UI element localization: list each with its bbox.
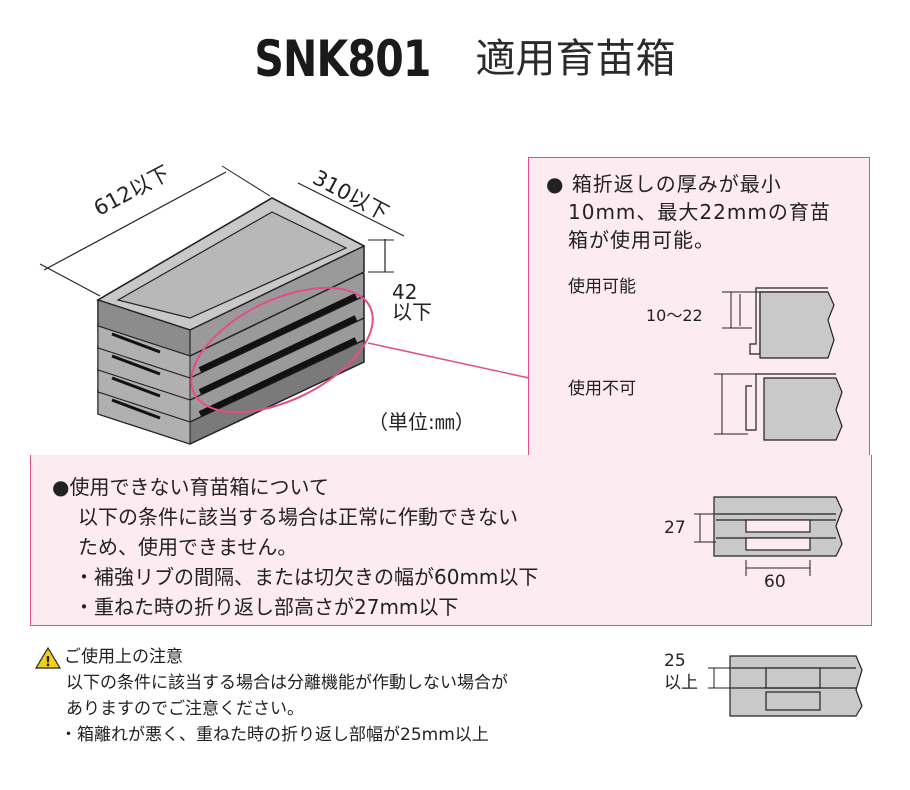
unit-label: （単位:㎜）	[368, 410, 475, 434]
dim-line-length	[43, 171, 227, 271]
caution-line1: 以下の条件に該当する場合は分離機能が作動しない場合が	[66, 673, 508, 693]
dim-line-width	[297, 182, 405, 237]
fold-width-label: 25 以上	[664, 650, 698, 694]
note-top-line2: 10mm、最大22mmの育苗	[568, 200, 831, 224]
callout-line	[367, 342, 530, 379]
note-bottom-line3: ため、使用できません。	[78, 535, 298, 559]
svg-text:!: !	[45, 655, 51, 670]
caution-section: ご使用上の注意 以下の条件に該当する場合は分離機能が作動しない場合が ありますの…	[36, 644, 616, 748]
note-bottom-line2: 以下の条件に該当する場合は正常に作動できない	[78, 505, 518, 529]
title-label: 適用育苗箱	[475, 36, 676, 82]
caution-line3: ・箱離れが悪く、重ねた時の折り返し部幅が25mm以上	[60, 725, 489, 745]
note-bottom-text: ●使用できない育苗箱について 以下の条件に該当する場合は正常に作動できない ため…	[52, 472, 612, 622]
note-bottom-line5: ・重ねた時の折り返し部高さが27mm以下	[74, 595, 459, 619]
caution-line2: ありますのでご注意ください。	[66, 699, 304, 719]
model-number: SNK801	[253, 30, 431, 88]
fold-width-diagram	[708, 655, 863, 717]
unusable-profile-diagram	[714, 373, 843, 441]
rib-height-label: 27	[664, 518, 686, 538]
usable-label: 使用可能	[568, 277, 636, 297]
caution-heading: ご使用上の注意	[64, 647, 183, 667]
rib-gap-diagram	[694, 496, 843, 576]
bullet: ●	[546, 172, 565, 196]
ext-line	[221, 165, 271, 197]
warning-triangle-icon: !	[34, 646, 62, 670]
fold-width-suffix: 以上	[664, 673, 698, 693]
note-bottom-line1: ●使用できない育苗箱について	[52, 475, 329, 499]
usable-range-label: 10～22	[646, 306, 703, 325]
rib-width-label: 60	[764, 572, 786, 592]
note-bottom-line4: ・補強リブの間隔、または切欠きの幅が60mm以下	[74, 565, 539, 589]
note-top-line1: 箱折返しの厚みが最小	[571, 172, 782, 196]
panel-join	[528, 455, 869, 458]
note-top-text: ● 箱折返しの厚みが最小 10mm、最大22mmの育苗 箱が使用可能。	[546, 170, 866, 254]
unusable-label: 使用不可	[568, 379, 636, 399]
usable-profile-diagram	[722, 287, 835, 359]
dim-height-label: 42 以下	[392, 282, 432, 322]
note-top-line3: 箱が使用可能。	[568, 228, 715, 252]
dim-height-value: 42	[392, 280, 418, 304]
box-stack	[96, 197, 366, 445]
ext-line	[39, 263, 101, 297]
highlight-ellipse	[190, 286, 374, 414]
dim-height-suffix: 以下	[392, 300, 432, 324]
fold-width-value: 25	[664, 651, 686, 671]
page-title: SNK801 適用育苗箱	[0, 30, 910, 88]
